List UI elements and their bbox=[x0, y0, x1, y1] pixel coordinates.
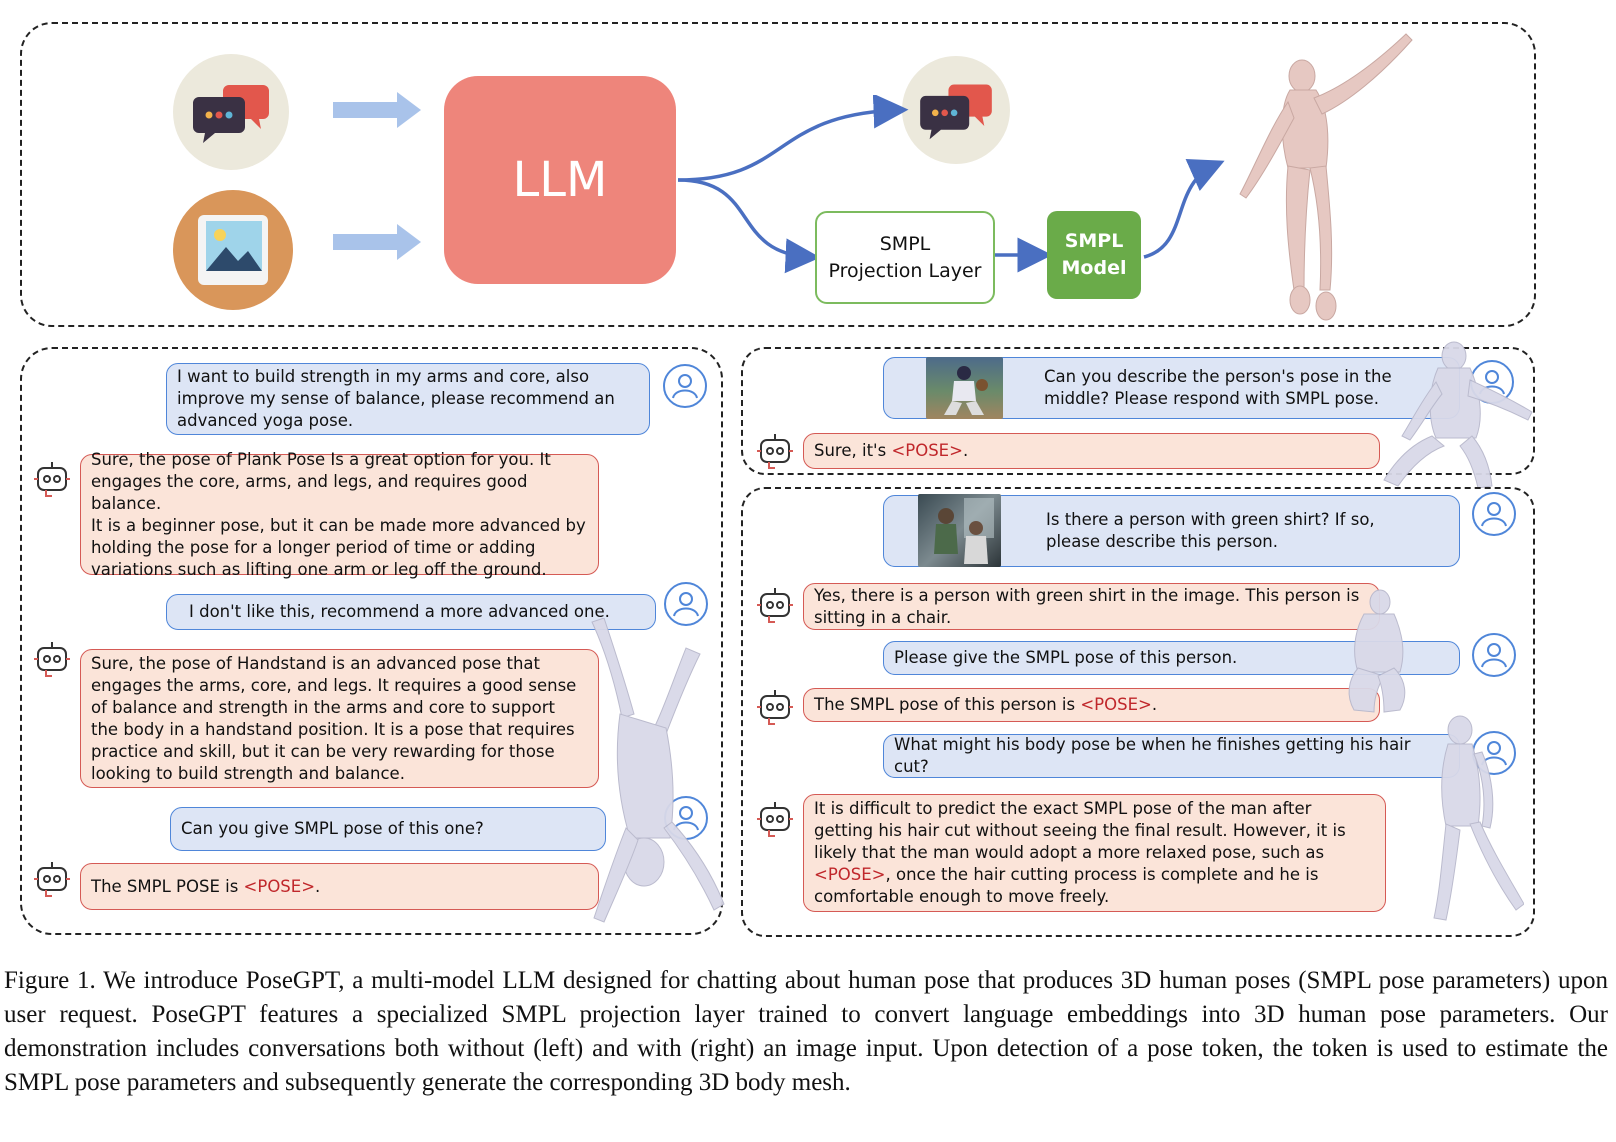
message-text: Sure, the pose of Handstand is an advanc… bbox=[91, 653, 577, 783]
chat-bubbles-icon bbox=[193, 85, 269, 143]
arrow-to-projection bbox=[677, 178, 821, 274]
robot-icon bbox=[32, 858, 72, 900]
left-bot-message-1: Sure, the pose of Plank Pose Is a great … bbox=[80, 450, 599, 579]
user-avatar-icon bbox=[663, 364, 707, 408]
arrow-model-to-mesh bbox=[1143, 158, 1225, 259]
message-text: Is there a person with green shirt? If s… bbox=[1046, 510, 1375, 551]
left-user-message-2: I don't like this, recommend a more adva… bbox=[166, 594, 656, 630]
smpl-projection-layer: SMPL Projection Layer bbox=[815, 211, 995, 304]
right-top-chat-panel bbox=[741, 347, 1535, 475]
robot-icon bbox=[755, 430, 795, 472]
body-mesh-seated bbox=[1348, 589, 1406, 713]
left-user-message-3: Can you give SMPL pose of this one? bbox=[170, 807, 606, 851]
robot-icon bbox=[755, 798, 795, 840]
llm-label: LLM bbox=[512, 152, 608, 208]
text-before-token: The SMPL pose of this person is bbox=[814, 695, 1081, 714]
smpl-model-block: SMPL Model bbox=[1047, 211, 1141, 299]
figure-caption: Figure 1. We introduce PoseGPT, a multi-… bbox=[4, 967, 1608, 1096]
right-bottom-user-message-1: Is there a person with green shirt? If s… bbox=[883, 495, 1460, 567]
left-bot-message-3: The SMPL POSE is <POSE>. bbox=[80, 863, 599, 910]
llm-block: LLM bbox=[444, 76, 676, 284]
message-text: The SMPL POSE is <POSE>. bbox=[91, 876, 320, 898]
body-mesh-standing bbox=[1433, 715, 1524, 921]
text-before-token: The SMPL POSE is bbox=[91, 876, 244, 896]
input-arrow-text bbox=[333, 92, 421, 128]
user-avatar-icon bbox=[1472, 633, 1516, 677]
chat-bubbles-output-icon bbox=[920, 84, 992, 140]
message-text: Can you describe the person's pose in th… bbox=[1044, 367, 1392, 408]
text-before-token: Sure, it's bbox=[814, 441, 892, 460]
body-mesh-handstand bbox=[591, 618, 725, 923]
baseball-catcher-thumbnail bbox=[926, 357, 1003, 419]
chat-output-circle bbox=[902, 56, 1010, 164]
message-text: Yes, there is a person with green shirt … bbox=[814, 585, 1360, 627]
message-text: Sure, the pose of Plank Pose Is a great … bbox=[91, 449, 586, 579]
input-arrow-image bbox=[333, 224, 421, 260]
diagram-panel bbox=[20, 22, 1536, 327]
pose-token: <POSE> bbox=[891, 441, 963, 460]
right-bottom-bot-message-2: The SMPL pose of this person is <POSE>. bbox=[803, 688, 1380, 722]
message-text: The SMPL pose of this person is <POSE>. bbox=[814, 694, 1157, 716]
robot-icon bbox=[755, 584, 795, 626]
left-bot-message-2: Sure, the pose of Handstand is an advanc… bbox=[80, 649, 599, 788]
robot-icon bbox=[32, 638, 72, 680]
barbershop-thumbnail bbox=[918, 494, 1001, 567]
message-text: What might his body pose be when he fini… bbox=[894, 735, 1411, 776]
body-mesh-dancer bbox=[1239, 33, 1413, 321]
body-mesh-crouch bbox=[1383, 341, 1533, 489]
message-text: It is difficult to predict the exact SMP… bbox=[814, 798, 1346, 908]
projection-label-2: Projection Layer bbox=[828, 259, 982, 282]
smpl-model-label-2: Model bbox=[1061, 257, 1127, 279]
text-after-token: , once the hair cutting process is compl… bbox=[814, 865, 1319, 906]
text-after-token: . bbox=[1151, 695, 1158, 714]
right-bottom-user-message-3: What might his body pose be when he fini… bbox=[883, 734, 1460, 778]
message-text: Can you give SMPL pose of this one? bbox=[181, 819, 484, 838]
robot-icon bbox=[755, 686, 795, 728]
left-user-message-1: I want to build strength in my arms and … bbox=[166, 363, 650, 435]
user-avatar-icon bbox=[664, 582, 708, 626]
right-bottom-bot-message-1: Yes, there is a person with green shirt … bbox=[803, 583, 1380, 630]
robot-icon bbox=[32, 458, 72, 500]
image-icon bbox=[198, 215, 268, 285]
smpl-model-label-1: SMPL bbox=[1064, 230, 1124, 252]
pose-token: <POSE> bbox=[814, 865, 886, 884]
right-top-bot-message: Sure, it's <POSE>. bbox=[803, 433, 1380, 469]
text-after-token: . bbox=[962, 441, 969, 460]
image-input-circle bbox=[173, 190, 293, 310]
user-avatar-icon bbox=[1472, 492, 1516, 536]
message-text: Sure, it's <POSE>. bbox=[814, 440, 968, 462]
right-bottom-chat-panel bbox=[741, 487, 1535, 937]
message-text: I don't like this, recommend a more adva… bbox=[189, 602, 610, 621]
arrow-to-text-output bbox=[677, 95, 909, 182]
chat-input-circle bbox=[173, 54, 289, 170]
projection-label-1: SMPL bbox=[879, 232, 931, 255]
pose-token: <POSE> bbox=[1080, 695, 1152, 714]
llm-output-arrows bbox=[677, 95, 1225, 274]
text-before-token: It is difficult to predict the exact SMP… bbox=[814, 799, 1346, 862]
right-bottom-bot-message-3: It is difficult to predict the exact SMP… bbox=[803, 794, 1386, 912]
message-text: I want to build strength in my arms and … bbox=[177, 367, 615, 430]
message-text: Please give the SMPL pose of this person… bbox=[894, 648, 1238, 667]
pose-token: <POSE> bbox=[243, 876, 316, 896]
text-after-token: . bbox=[315, 876, 321, 896]
left-chat-panel bbox=[20, 347, 723, 935]
